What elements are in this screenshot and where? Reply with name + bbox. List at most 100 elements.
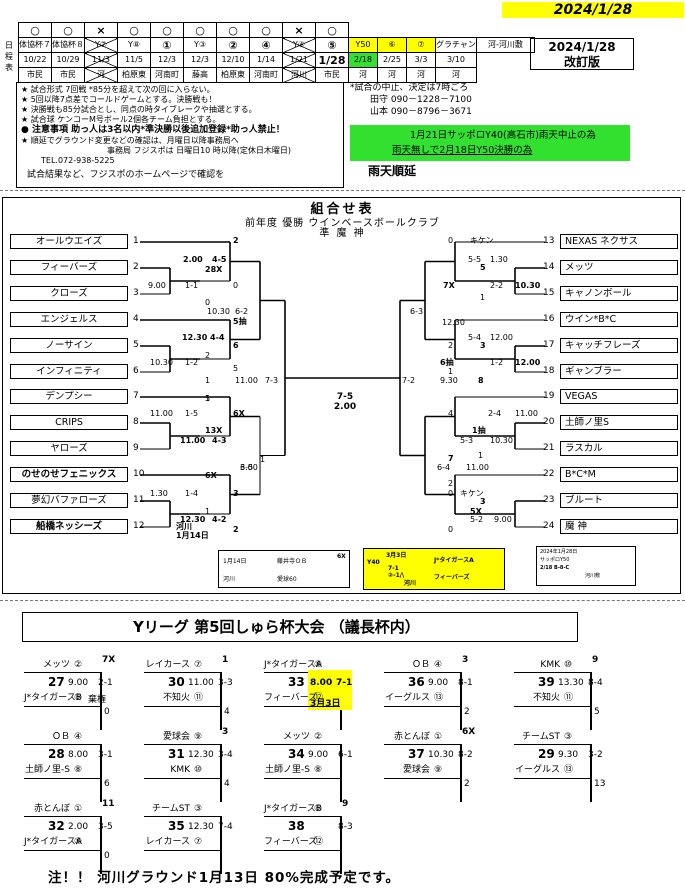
round-cell: ⑦ [406, 37, 436, 53]
match-score: 8-1 [458, 678, 473, 688]
top-line [24, 744, 100, 745]
right-bracket-label: 11.00 [466, 463, 489, 472]
match-number: 32 [48, 819, 65, 833]
left-bracket-label: 6 [233, 341, 239, 350]
match-number: 38 [288, 819, 305, 833]
top-team-score: 9 [342, 799, 349, 809]
right-bracket-label: 3 [480, 497, 486, 506]
final-score: 7-5 [336, 392, 354, 402]
left-bracket-label: 6-5 [240, 463, 254, 472]
right-bracket-label: 5-2 [470, 515, 484, 524]
bottom-team-name: 不知火 [162, 693, 190, 703]
bracket-team: ノーサイン [10, 338, 128, 353]
bottom-team-number: ⑪ [564, 693, 574, 703]
infobox-result-3: 2024年1月28日 サッポロY50 2/18 B-8-C 河川敷 [536, 546, 636, 586]
top-line [514, 672, 590, 673]
bottom-line [24, 778, 100, 779]
bracket-team: ギャンブラー [560, 364, 678, 379]
revision-label: 改訂版 [563, 55, 600, 69]
right-bracket-label: 1-2 [490, 358, 504, 367]
top-line [264, 744, 340, 745]
note-line: 事務局 フジスポは 日曜日10 時以降(定休日木曜日) [107, 146, 292, 155]
left-bracket-label: 6X [233, 409, 245, 418]
match-time: 9.00 [68, 678, 89, 688]
top-team-number: ⑤ [314, 660, 323, 670]
left-bracket-label: 28X [205, 265, 223, 274]
footnote: 注！！ 河川グラウンド1月13日 80%完成予定です。 [48, 870, 401, 886]
match-score: 7-1 [336, 678, 353, 688]
bracket-lines [140, 241, 545, 528]
bracket-team-number: 11 [133, 495, 145, 505]
left-bracket-label: 0 [205, 298, 211, 307]
bottom-team-score: 0 [104, 707, 110, 717]
top-team-number: ⑥ [314, 804, 323, 814]
bottom-line [384, 778, 460, 779]
right-bracket-label: 1抽 [472, 426, 486, 435]
top-team-name: 赤とんぼ [33, 804, 70, 814]
bottom-team-name: イーグルス [384, 693, 430, 703]
right-vertical [100, 672, 102, 730]
rain-notice: 1月21日サッポロY40(高石市)雨天中止の為 雨天無しで2月18日Y50決勝の… [350, 125, 630, 161]
infobox2-side: Y40 [367, 559, 380, 566]
bracket-team-number: 8 [133, 417, 139, 427]
venue-cell: 河 [406, 67, 436, 83]
match-number: 35 [168, 819, 185, 833]
infobox3-line-3: 2/18 B-8-C [540, 565, 570, 571]
top-team-name: J*タイガースA [264, 660, 322, 670]
right-vertical [590, 672, 592, 730]
right-bracket-label: 5X [470, 507, 482, 516]
bracket-team-number: 7 [133, 391, 139, 401]
match-time: 10.30 [428, 750, 454, 760]
match-score: 2-1 [98, 678, 113, 688]
right-vertical [590, 744, 592, 802]
match-score: 3-4 [218, 750, 233, 760]
top-team-score: 1 [222, 655, 229, 665]
bottom-line [24, 706, 100, 707]
bracket-subtitle-champion: 前年度 優勝 ウインベースボールクラブ [245, 218, 440, 229]
top-team-name: ＯＢ [51, 732, 70, 742]
right-vertical [220, 672, 222, 730]
left-bracket-label: 10.30 [207, 307, 230, 316]
top-team-name: チームST [522, 732, 560, 742]
top-line [384, 672, 460, 673]
bracket-team: 土師ノ里S [560, 415, 678, 430]
top-team-name: メッツ [42, 660, 70, 670]
right-bracket-label: 2 [448, 479, 454, 488]
bottom-team-name: フィーバーズ [264, 693, 318, 703]
match-time: 8.00 [310, 678, 333, 688]
right-vertical [460, 744, 462, 802]
top-line [264, 672, 340, 673]
left-bracket-label: 1.30 [150, 489, 168, 498]
bottom-team-number: ⑥ [74, 693, 83, 703]
bracket-team: VEGAS [560, 389, 678, 404]
bracket-team: エンジェルス [10, 312, 128, 327]
note-line: ★ 試合形式 7回戦 *85分を超えて次の回に入らない。 [21, 85, 215, 94]
top-team-number: ⑦ [194, 660, 203, 670]
bottom-line [144, 778, 220, 779]
revision-box: 2024/1/28 改訂版 [530, 38, 634, 70]
bracket-subtitle-runnerup: 準 魔 神 [319, 228, 366, 239]
left-bracket-label: 2.00 [183, 255, 203, 264]
bracket-team-number: 15 [543, 288, 555, 298]
bottom-team-number: ⑫ [314, 693, 324, 703]
round-cell: 河-河川敷 [475, 37, 535, 53]
top-line [24, 672, 100, 673]
bracket-team-number: 18 [543, 366, 555, 376]
bracket-team: キャノンボール [560, 286, 678, 301]
right-vertical [220, 816, 222, 874]
right-vertical [100, 744, 102, 802]
top-team-name: チームST [152, 804, 190, 814]
match-time: 13.30 [558, 678, 584, 688]
left-bracket-label: 10.30 [150, 358, 173, 367]
right-bracket-label: 0 [448, 489, 454, 498]
bottom-team-score: 13 [594, 779, 606, 789]
left-bracket-label: 3 [233, 489, 239, 498]
match-time: 2.00 [68, 822, 89, 832]
match-number: 27 [48, 675, 65, 689]
right-bracket-label: 12.00 [515, 358, 541, 367]
bracket-team: クローズ [10, 286, 128, 301]
